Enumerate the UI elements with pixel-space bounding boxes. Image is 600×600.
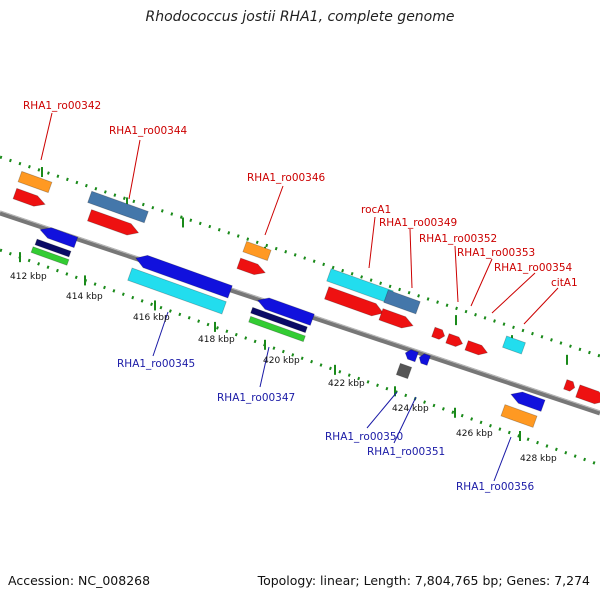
feature-green-left-shape [30,246,70,266]
feature-blue-ro00356 [510,391,546,412]
feature-navy-ro00347 [250,306,308,334]
scale-label-428-kbp: 428 kbp [520,454,557,464]
top-label-RHA1_ro00354: RHA1_ro00354 [494,262,573,274]
scale-label-414-kbp: 414 kbp [66,292,103,302]
top-label-RHA1_ro00344: RHA1_ro00344 [109,125,188,137]
feature-navy-left-shape [34,238,72,258]
feature-red-ro00344-shape [86,209,140,236]
scale-label-420-kbp: 420 kbp [263,356,300,366]
feature-cyan-citA1-shape [502,335,526,355]
top-label-RHA1_ro00349: RHA1_ro00349 [379,217,457,229]
feature-red-partial-shape [563,379,576,392]
feature-navy-ro00347-shape [250,306,308,334]
feature-blue-left-shape [39,227,79,249]
feature-green-ro00347-shape [248,315,306,343]
top-label-leader [128,139,141,200]
feature-orange-ro00346 [242,240,272,262]
feature-green-ro00347 [248,315,306,343]
feature-blue-left [39,227,79,249]
lower-dotted-track [0,248,600,467]
feature-red-ro00349-shape [378,308,414,329]
bottom-label-RHA1_ro00345: RHA1_ro00345 [117,358,195,370]
feature-orange-ro00356 [500,404,538,428]
top-label-leader [523,287,559,325]
feature-blue-ro00351 [418,353,431,366]
feature-red-ro00354 [464,340,489,356]
feature-orange-ro00356-shape [500,404,538,428]
feature-red-rocA1-shape [324,286,384,317]
top-label-RHA1_ro00352: RHA1_ro00352 [419,233,497,245]
feature-cyan-ro00345-shape [127,267,227,315]
top-label-RHA1_ro00353: RHA1_ro00353 [457,247,535,259]
feature-steelblue-ro00349 [383,289,421,315]
bottom-label-RHA1_ro00350: RHA1_ro00350 [325,431,403,443]
feature-blue-ro00347-shape [256,297,315,326]
bottom-label-leader [259,346,270,388]
map-title: Rhodococcus jostii RHA1, complete genome [145,9,455,25]
feature-gray-ro00350 [395,362,413,380]
feature-red-ro00349 [378,308,414,329]
scale-label-426-kbp: 426 kbp [456,429,493,439]
bottom-label-leader [366,391,398,429]
top-label-leader [470,258,493,307]
top-label-leader [40,112,53,161]
feature-steelblue-ro00349-shape [383,289,421,315]
top-label-leader [454,245,459,303]
genome-summary: Topology: linear; Length: 7,804,765 bp; … [257,573,590,588]
top-label-leader [264,185,284,236]
feature-blue-ro00345-shape [135,254,233,299]
feature-red-edge-shape [575,384,600,405]
scale-label-422-kbp: 422 kbp [328,379,365,389]
feature-blue-ro00356-shape [510,391,546,412]
top-label-RHA1_ro00342: RHA1_ro00342 [23,100,101,112]
feature-blue-ro00350 [404,349,419,363]
feature-red-edge [575,384,600,405]
feature-gray-ro00350-shape [395,362,413,380]
feature-navy-left [34,238,72,258]
feature-red-ro00354-shape [464,340,489,356]
top-label-leader [491,272,536,314]
bottom-label-RHA1_ro00347: RHA1_ro00347 [217,392,295,404]
scale-label-416-kbp: 416 kbp [133,313,170,323]
feature-red-ro00346-shape [236,257,266,276]
feature-red-ro00353-shape [445,333,464,347]
feature-red-ro00353 [445,333,464,347]
bottom-label-RHA1_ro00351: RHA1_ro00351 [367,446,445,458]
feature-cyan-ro00345 [127,267,227,315]
feature-steelblue-ro00344 [87,190,149,224]
top-label-RHA1_ro00346: RHA1_ro00346 [247,172,326,184]
feature-steelblue-ro00344-shape [87,190,149,224]
feature-red-ro00342-shape [12,187,46,207]
feature-green-left [30,246,70,266]
top-label-leader [368,216,376,269]
feature-cyan-citA1 [502,335,526,355]
feature-red-ro00344 [86,209,140,236]
scale-label-418-kbp: 418 kbp [198,335,235,345]
feature-red-ro00352 [431,326,446,340]
feature-orange-ro00346-shape [242,240,272,262]
feature-red-ro00342 [12,187,46,207]
feature-red-rocA1 [324,286,384,317]
bottom-label-leader [152,311,169,357]
feature-red-partial [563,379,576,392]
bottom-label-RHA1_ro00356: RHA1_ro00356 [456,481,535,493]
scale-label-412-kbp: 412 kbp [10,272,47,282]
feature-blue-ro00347 [256,297,315,326]
top-label-citA1: citA1 [551,277,578,289]
feature-blue-ro00351-shape [418,353,431,366]
feature-red-ro00352-shape [431,326,446,340]
feature-red-ro00346 [236,257,266,276]
feature-orange-ro00342 [17,170,53,194]
feature-orange-ro00342-shape [17,170,53,194]
bottom-label-leader [393,396,417,444]
scale-label-424-kbp: 424 kbp [392,404,429,414]
accession-label: Accession: NC_008268 [8,573,151,588]
feature-blue-ro00345 [135,254,233,299]
bottom-label-leader [493,436,512,482]
top-label-leader [409,228,413,289]
top-label-rocA1: rocA1 [361,204,391,216]
feature-blue-ro00350-shape [404,349,419,363]
